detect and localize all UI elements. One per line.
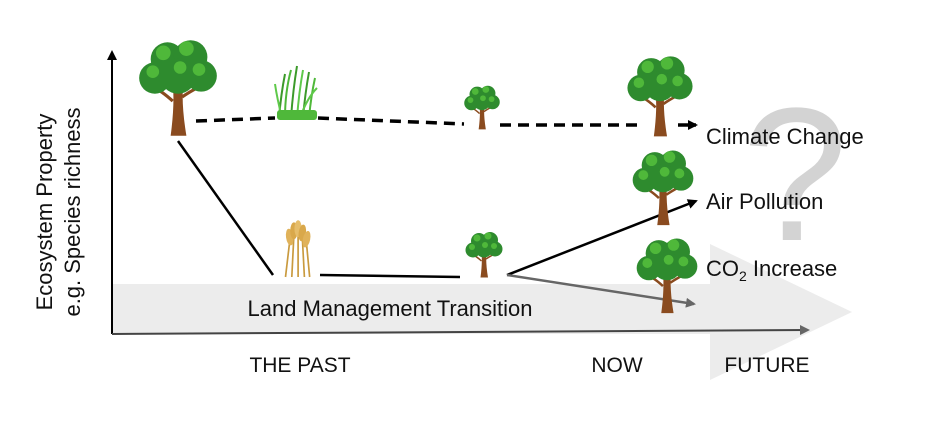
y-axis-label-line1: Ecosystem Property xyxy=(32,114,57,311)
y-axis-label: Ecosystem Property e.g. Species richness xyxy=(32,107,85,316)
co2-suffix: Increase xyxy=(747,256,838,281)
label-now: NOW xyxy=(591,354,643,377)
label-climate-change: Climate Change xyxy=(706,124,864,149)
small-tree-now-icon xyxy=(464,231,504,279)
co2-subscript: 2 xyxy=(739,268,747,284)
tree-air-pollution-icon xyxy=(631,149,695,227)
label-co2-increase: CO2 Increase xyxy=(706,256,837,284)
small-tree-icon xyxy=(463,85,501,131)
label-the-past: THE PAST xyxy=(249,354,350,377)
band-label: Land Management Transition xyxy=(248,296,533,321)
question-mark: ? xyxy=(742,69,848,281)
label-air-pollution: Air Pollution xyxy=(706,189,823,214)
label-future: FUTURE xyxy=(724,354,809,377)
dashed-path-segment-1 xyxy=(195,116,276,123)
co2-prefix: CO xyxy=(706,256,739,281)
management-path xyxy=(319,273,461,279)
x-axis xyxy=(111,325,810,336)
y-axis-label-line2: e.g. Species richness xyxy=(60,107,85,316)
grassland-icon xyxy=(274,65,318,121)
decline-path xyxy=(176,140,275,276)
dashed-path-segment-2 xyxy=(317,116,465,126)
wheat-crop-icon xyxy=(284,219,313,278)
transition-band-arrow xyxy=(112,244,852,380)
